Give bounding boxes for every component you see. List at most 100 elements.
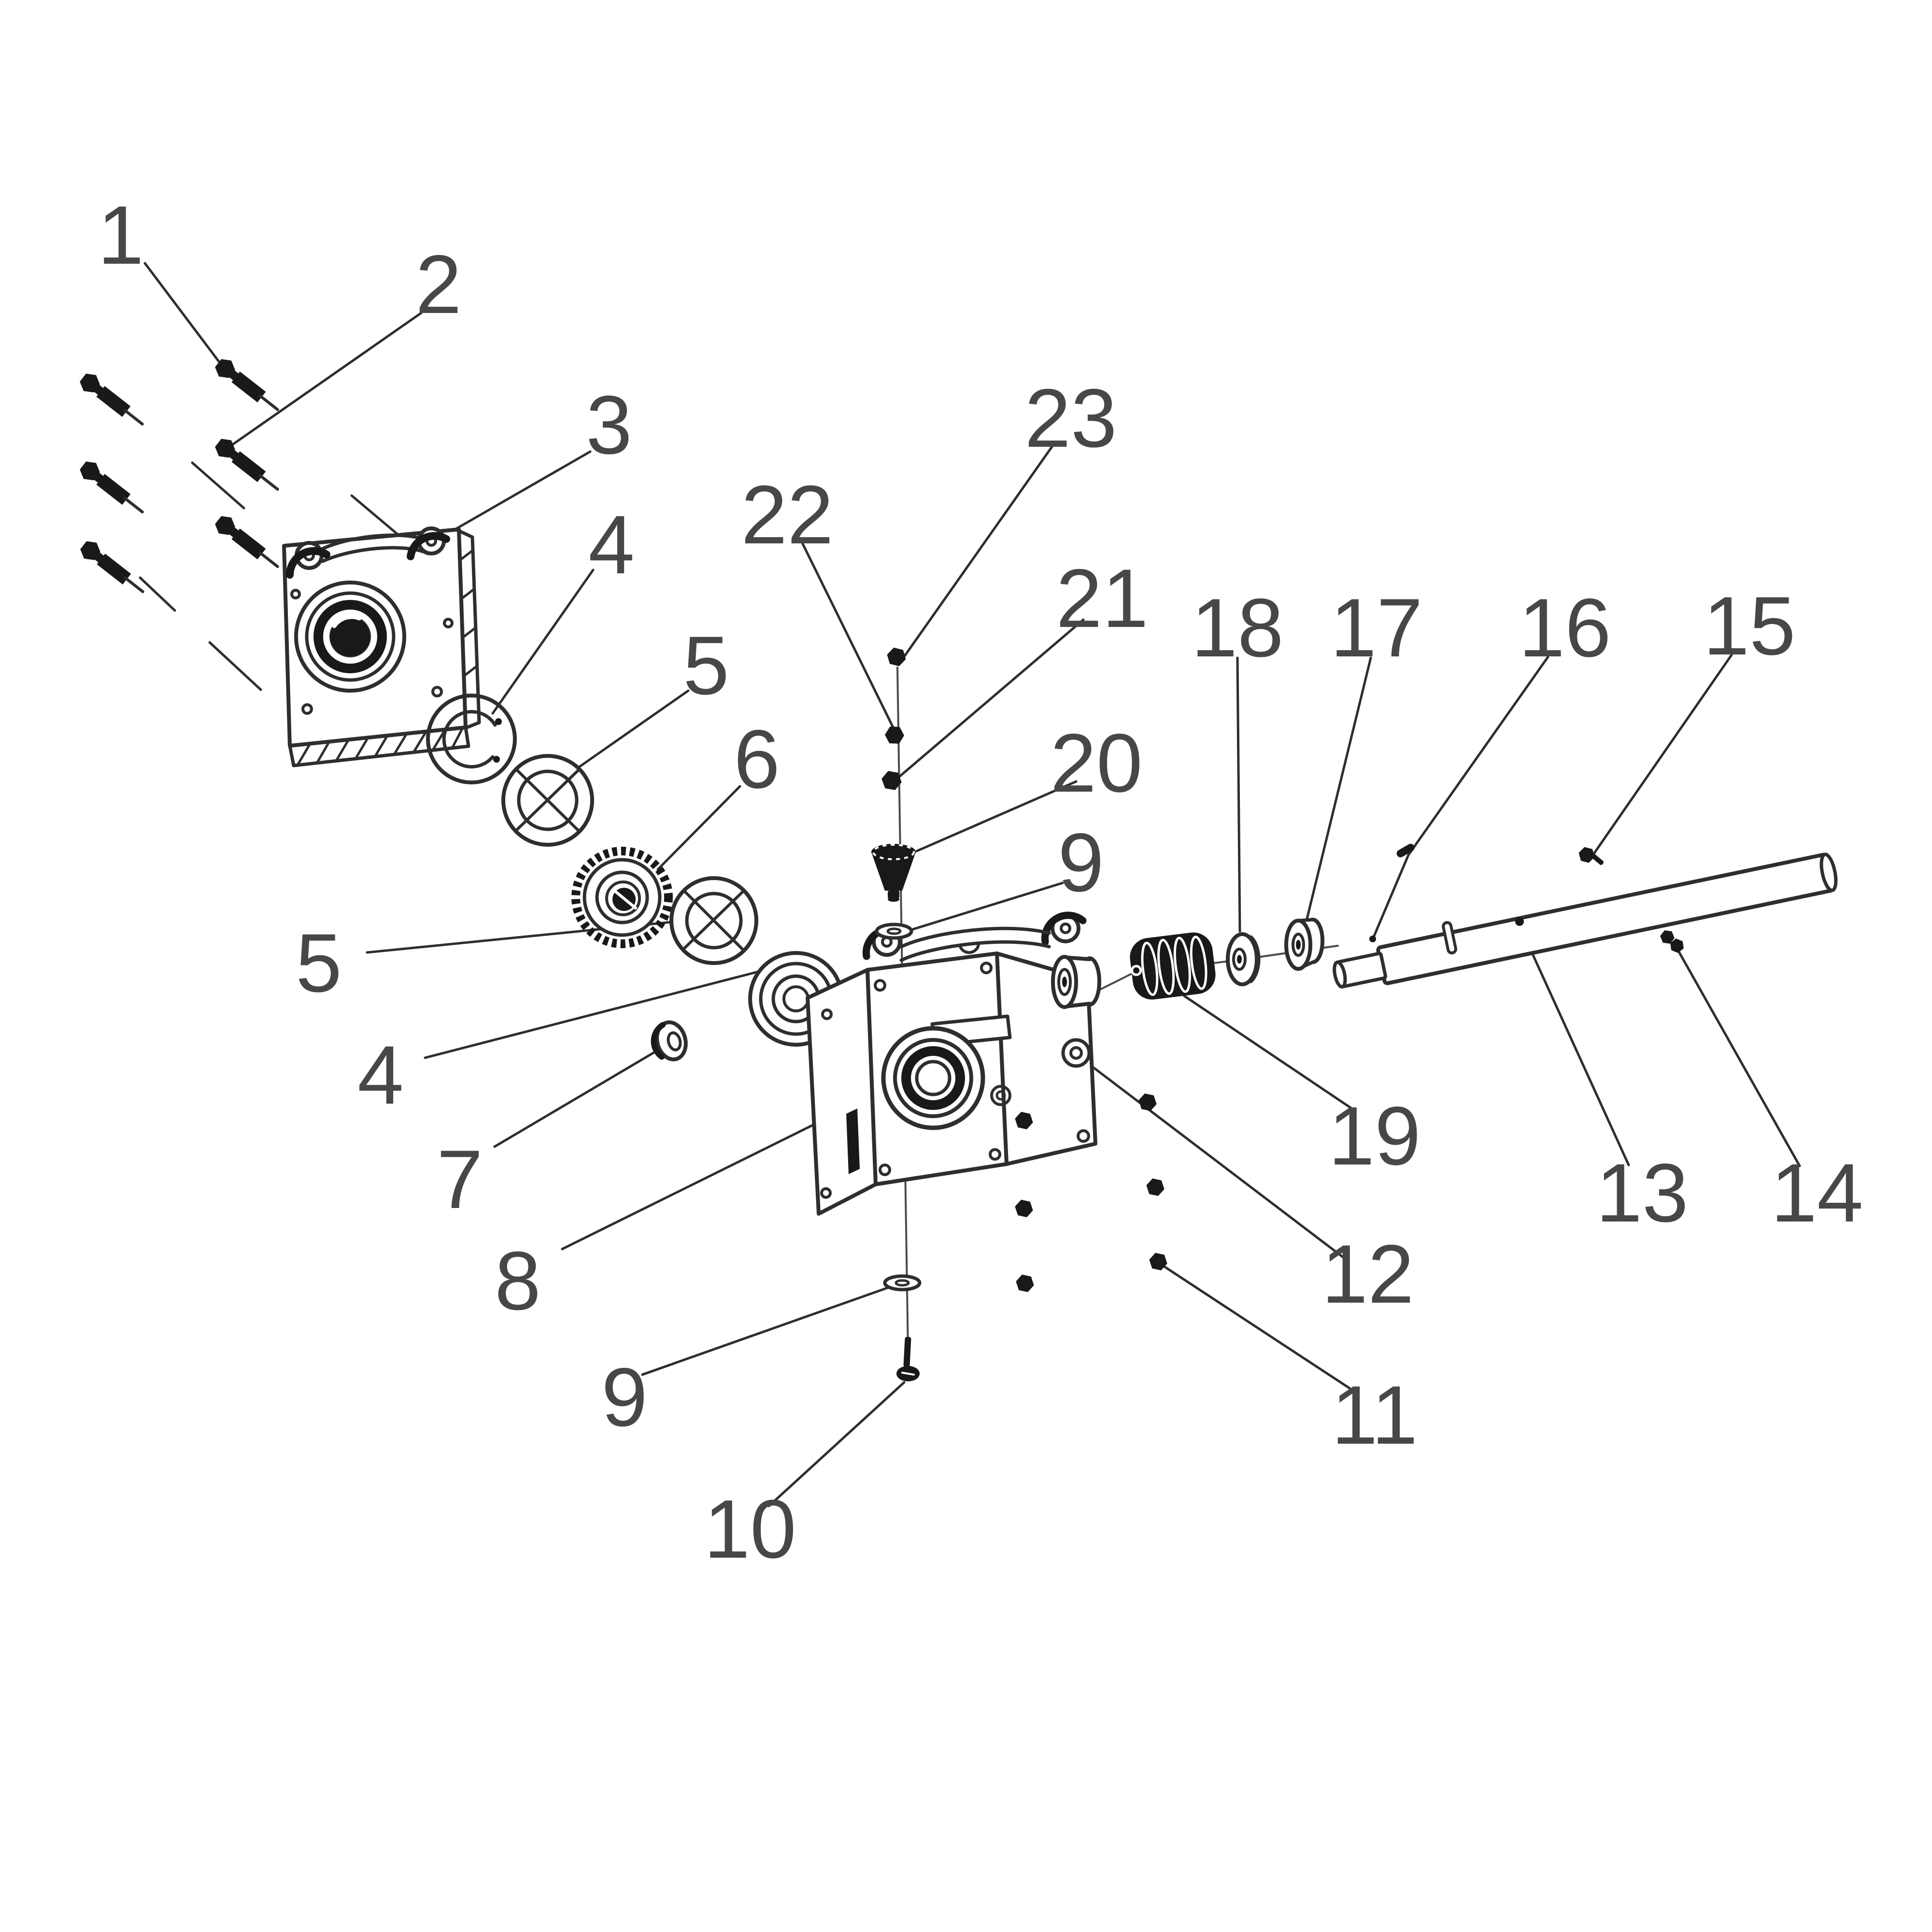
main-housing-shape (989, 1148, 1001, 1161)
callout-label-2: 2 (415, 238, 462, 331)
o-ring (1061, 1038, 1091, 1068)
pan-head-screw-shape (903, 1336, 911, 1367)
thrust-washer-shape (1237, 955, 1242, 964)
gear-cover-shape (332, 614, 362, 628)
leader-line-15 (1590, 653, 1733, 859)
leader-line-4 (491, 568, 595, 715)
leader-line-7 (493, 1048, 661, 1148)
thrust-washer-shape (1226, 932, 1259, 986)
seal-washer-lower-shape (682, 890, 744, 951)
thrust-washer-shape (1232, 948, 1247, 971)
seal-washer-lower-shape (685, 892, 743, 950)
guide-line (139, 576, 176, 612)
main-housing-shape (820, 1187, 832, 1199)
bolt-shank (96, 474, 131, 505)
gear-cover-shape (407, 532, 450, 560)
retaining-ring-shape (495, 718, 502, 725)
plug-disc-shape (651, 1022, 666, 1060)
bolt-shank (231, 528, 266, 560)
worm-gear-shape (1130, 932, 1216, 1000)
callout-label-13: 13 (1596, 1147, 1688, 1239)
gear-cover-shape (301, 703, 313, 715)
leader-line-10 (767, 1381, 906, 1507)
callout-label-11: 11 (1332, 1369, 1418, 1462)
callout-label-10: 10 (704, 1483, 796, 1576)
leader-line-3 (432, 450, 592, 543)
leader-line-19 (1183, 994, 1357, 1112)
callout-label-20: 20 (1050, 717, 1142, 810)
leader-line-5 (567, 689, 690, 776)
seal-washer-upper-shape (517, 769, 579, 831)
needle-bearing-shape (1057, 968, 1072, 996)
needle-bearing-shape (1062, 977, 1067, 987)
callout-label-18: 18 (1191, 582, 1283, 674)
flat-washer-bottom-shape (895, 1279, 910, 1287)
output-shaft-shape (1333, 852, 1838, 989)
callout-label-9: 9 (1058, 816, 1104, 909)
callout-label-5: 5 (683, 619, 729, 712)
set-screw (1578, 847, 1604, 865)
main-housing-shape (915, 1060, 952, 1096)
side-screw (1015, 1111, 1033, 1130)
hex-bolt (215, 359, 279, 411)
worm-gear (1130, 932, 1216, 1000)
nut-21 (881, 771, 902, 790)
hex-bolt (80, 373, 144, 426)
bevel-pinion-shape (888, 891, 899, 898)
callout-label-4: 4 (588, 498, 635, 591)
leader-line-2 (231, 312, 423, 446)
plug-disc-shape (667, 1031, 682, 1051)
main-housing-shape (959, 943, 980, 954)
gear-cover-shape (313, 600, 387, 673)
leader-line-23 (903, 444, 1054, 657)
gear-cover-shape (412, 730, 427, 754)
flat-washer-bottom (883, 1274, 922, 1292)
seal-washer-lower (669, 876, 758, 965)
side-screw (1015, 1199, 1033, 1218)
gear-cover-shape (305, 591, 396, 682)
retaining-ring (426, 694, 517, 784)
main-housing-shape (1060, 923, 1071, 934)
flat-washer-top-shape (875, 923, 913, 940)
callout-label-12: 12 (1321, 1228, 1414, 1321)
bevel-pinion (871, 844, 916, 902)
set-screw-shape (1578, 847, 1595, 863)
main-housing-shape (879, 1164, 891, 1176)
leader-line-1 (143, 262, 223, 366)
gear-cover-shape (451, 726, 464, 750)
bolt-tip (258, 394, 279, 411)
leader-line-9 (911, 881, 1064, 931)
hex-bolt (80, 461, 144, 513)
callout-label-23: 23 (1024, 372, 1117, 465)
thrust-washer-shape (1249, 935, 1261, 983)
lock-nut-shape (1660, 930, 1675, 944)
callout-label-6: 6 (734, 713, 780, 806)
retaining-ring-shape (426, 694, 517, 784)
seal-washer-upper-shape (514, 768, 580, 832)
main-housing-shape (893, 1038, 973, 1118)
gear-cover-shape (354, 736, 369, 760)
spacer-collar-shape (1292, 933, 1305, 957)
pan-head-screw (896, 1336, 920, 1381)
spacer-collar (1284, 918, 1324, 971)
gear-cover-shape (431, 686, 443, 697)
gear-cover-shape (296, 742, 312, 767)
main-housing-shape (846, 1108, 860, 1174)
output-shaft-shape (1369, 936, 1376, 942)
leader-line-14 (1675, 945, 1801, 1167)
side-screw (1016, 1274, 1034, 1293)
axis-hex-nuts (881, 647, 906, 790)
bolt-tip (124, 576, 144, 593)
lock-nut-shape (1670, 938, 1684, 953)
leader-line-8 (561, 1113, 835, 1250)
o-ring-shape (1069, 1046, 1083, 1060)
output-shaft-shape (1515, 917, 1524, 926)
leader-line-16 (1372, 655, 1549, 938)
gear-cover-shape (286, 547, 330, 579)
bolt-shank (231, 451, 266, 483)
main-housing-shape (995, 1090, 1006, 1101)
main-housing-shape (806, 968, 878, 1216)
gear-cover-shape (460, 588, 475, 600)
leader-line-21 (898, 618, 1085, 778)
